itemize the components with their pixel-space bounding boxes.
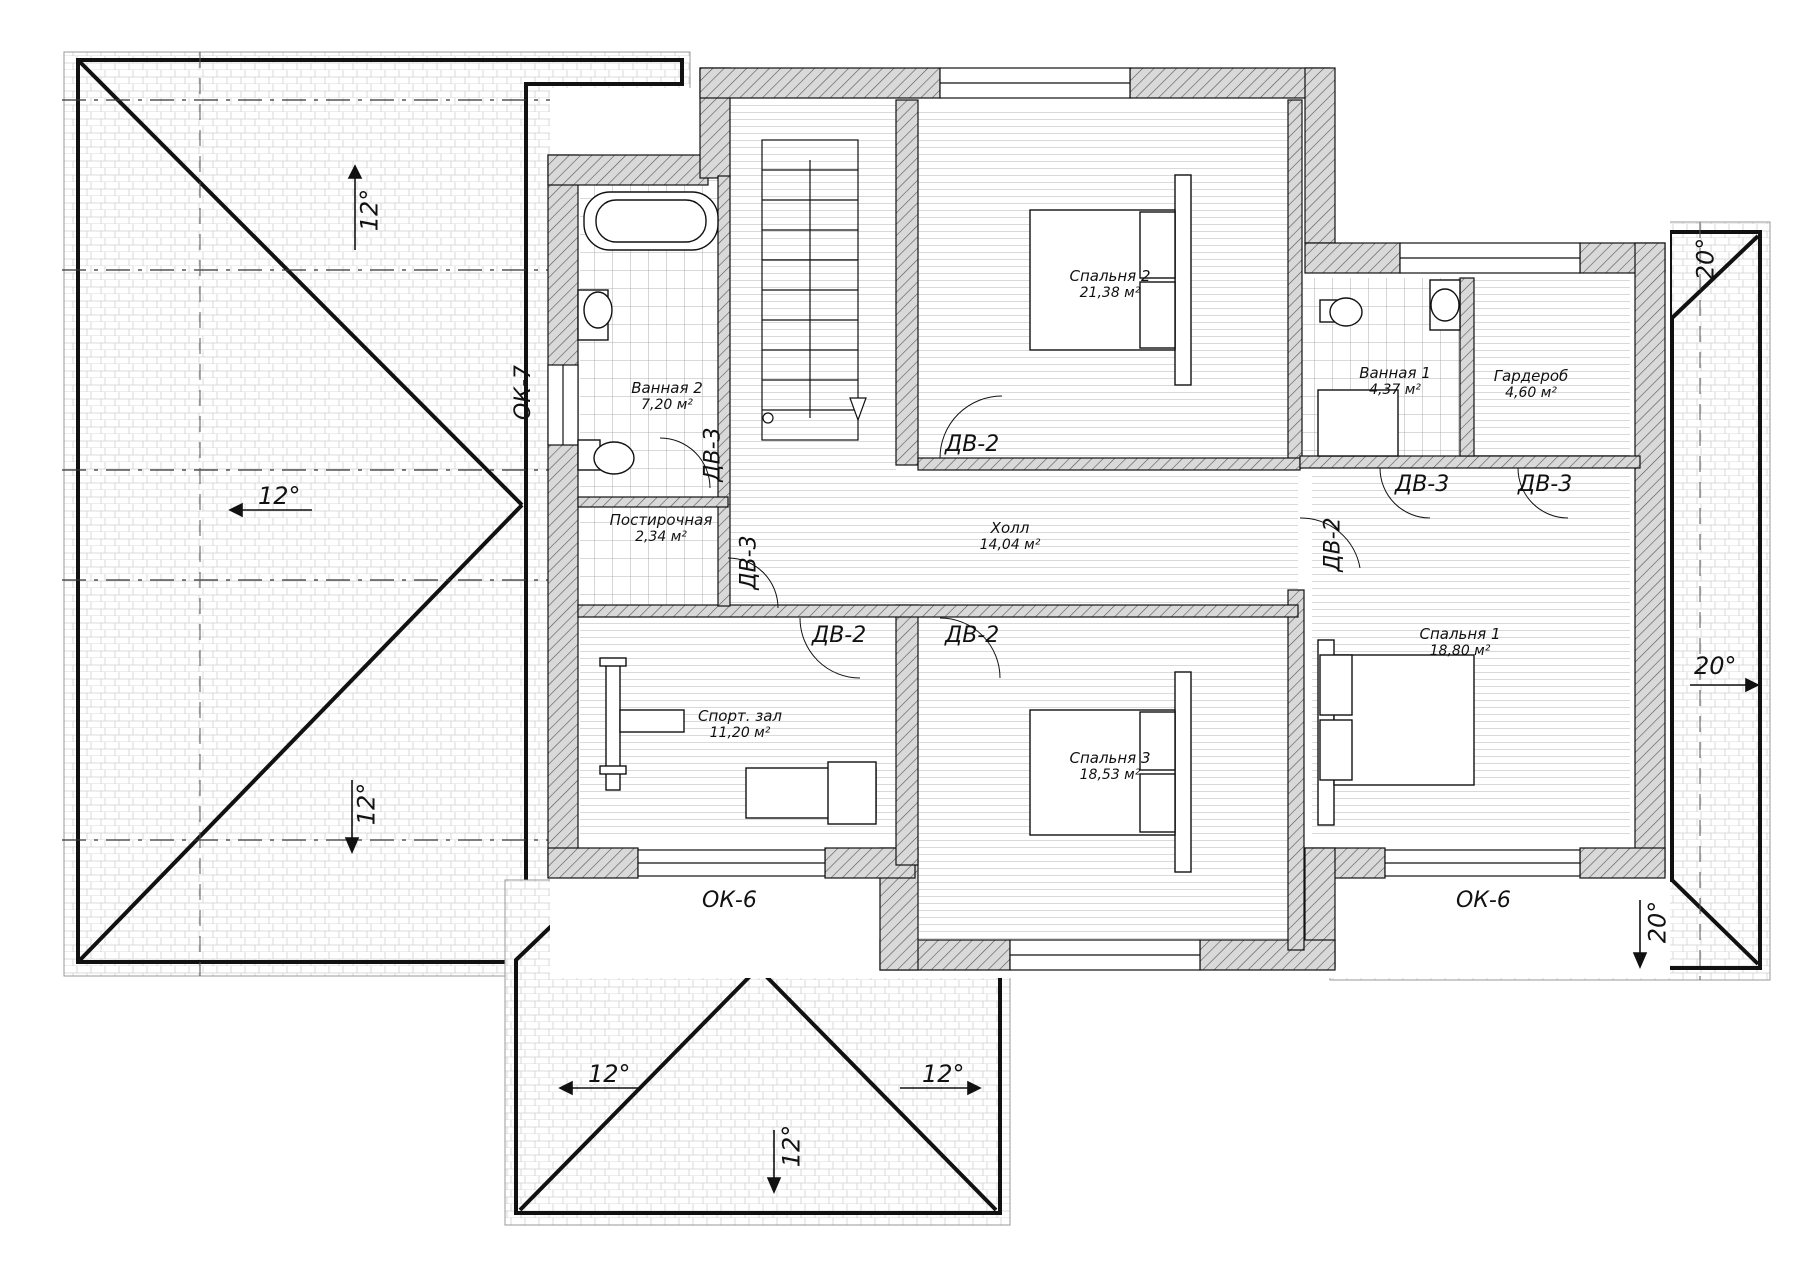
room-name: Ванная 2: [631, 379, 703, 397]
room-area: 21,38 м²: [1079, 285, 1141, 302]
room-bathroom-2: Ванная 2 7,20 м²: [612, 379, 722, 414]
room-bedroom-3: Спальня 3 18,53 м²: [1050, 749, 1170, 784]
room-area: 11,20 м²: [709, 725, 771, 742]
window-tag-gym: ОК-6: [702, 888, 757, 913]
slope-roof-left-top: 12°: [355, 188, 384, 232]
room-area: 18,53 м²: [1079, 767, 1141, 784]
room-area: 2,34 м²: [635, 529, 687, 546]
room-name: Холл: [990, 519, 1030, 537]
door-tag-bathroom-2: ДВ-3: [700, 427, 726, 482]
room-wardrobe: Гардероб 4,60 м²: [1476, 367, 1586, 402]
room-gym: Спорт. зал 11,20 м²: [680, 707, 800, 742]
room-bedroom-1: Спальня 1 18,80 м²: [1400, 625, 1520, 660]
room-name: Постирочная: [609, 511, 713, 529]
slope-roof-bottom-center: 12°: [777, 1124, 806, 1168]
room-area: 7,20 м²: [641, 397, 693, 414]
door-tag-wardrobe: ДВ-3: [1518, 472, 1573, 497]
room-area: 4,37 м²: [1369, 382, 1421, 399]
slope-roof-right-middle: 20°: [1694, 652, 1737, 680]
slope-roof-left-bottom: 12°: [352, 782, 381, 826]
slope-arrows: [228, 164, 1760, 1195]
room-name: Спорт. зал: [697, 707, 782, 725]
slope-roof-bottom-right: 12°: [922, 1060, 965, 1088]
walls: [547, 67, 1666, 971]
staircase: [761, 139, 867, 441]
door-tag-gym: ДВ-2: [812, 623, 867, 648]
room-area: 14,04 м²: [979, 537, 1041, 554]
door-swings: [659, 395, 1569, 679]
room-name: Спальня 2: [1069, 267, 1151, 285]
furniture: [577, 174, 1475, 873]
windows: [547, 67, 1581, 971]
slope-roof-left-middle: 12°: [258, 482, 301, 510]
door-tag-bathroom-1: ДВ-3: [1395, 472, 1450, 497]
room-name: Гардероб: [1493, 367, 1569, 385]
door-tag-laundry: ДВ-3: [736, 535, 762, 590]
door-tag-bedroom-2: ДВ-2: [945, 432, 1000, 457]
room-name: Спальня 1: [1419, 625, 1501, 643]
room-name: Ванная 1: [1359, 364, 1431, 382]
window-tag-bathroom-2: ОК-7: [510, 365, 536, 420]
room-laundry: Постирочная 2,34 м²: [596, 511, 726, 546]
room-area: 4,60 м²: [1505, 385, 1557, 402]
slope-roof-right-top: 20°: [1691, 237, 1720, 281]
slope-roof-bottom-left: 12°: [588, 1060, 631, 1088]
room-hall: Холл 14,04 м²: [950, 519, 1070, 554]
door-tag-bedroom-3: ДВ-2: [945, 623, 1000, 648]
room-area: 18,80 м²: [1429, 643, 1491, 660]
slope-roof-right-bottom: 20°: [1643, 900, 1672, 944]
room-bathroom-1: Ванная 1 4,37 м²: [1340, 364, 1450, 399]
window-tag-bedroom-1: ОК-6: [1456, 888, 1511, 913]
door-tag-bedroom-1: ДВ-2: [1320, 517, 1346, 572]
room-name: Спальня 3: [1069, 749, 1151, 767]
room-bedroom-2: Спальня 2 21,38 м²: [1050, 267, 1170, 302]
